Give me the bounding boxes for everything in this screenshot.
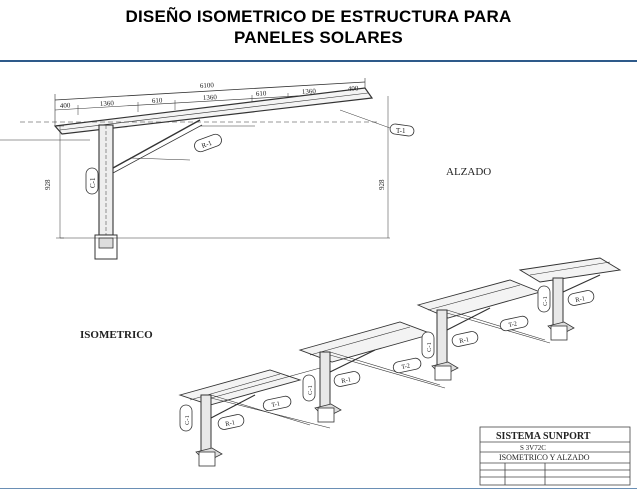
iso-tag-t2a-label: T-2 <box>401 362 411 371</box>
iso-tag-r1d-label: R-1 <box>575 295 586 304</box>
iso-tag-r1a <box>217 414 245 430</box>
iso-tag-r1d <box>567 290 595 306</box>
dim-label-6: 1360 <box>302 87 317 96</box>
iso-tag-t2b-label: T-2 <box>508 320 518 329</box>
iso-tag-c1c-label: C-1 <box>426 342 433 352</box>
dim-label-1: 400 <box>60 101 71 110</box>
iso-tag-c1a-label: C-1 <box>184 415 191 425</box>
iso-tag-t1 <box>262 395 292 412</box>
total-dim-label: 6100 <box>200 81 215 90</box>
elevation-tags <box>85 123 415 195</box>
dim-label-7: 400 <box>348 84 359 93</box>
dim-label-4: 1360 <box>203 93 218 102</box>
title-block-code: S 3V72C <box>520 444 546 452</box>
title-line-1: DISEÑO ISOMETRICO DE ESTRUCTURA PARA <box>125 7 512 26</box>
iso-tag-r1b-label: R-1 <box>341 376 352 385</box>
dim-label-5: 610 <box>256 89 267 98</box>
solar-panel-rafter <box>53 87 374 135</box>
tag-r1-label: R-1 <box>200 139 213 150</box>
tag-c1-label: C-1 <box>89 177 97 188</box>
height-right-label: 928 <box>378 179 386 190</box>
iso-tag-t2a <box>392 357 422 374</box>
iso-tag-r1c <box>451 331 479 347</box>
title-block <box>479 426 631 486</box>
iso-tag-c1d <box>537 285 551 313</box>
alzado-label: ALZADO <box>446 166 491 178</box>
title-line-2: PANELES SOLARES <box>234 28 403 47</box>
dim-label-3: 610 <box>152 96 163 105</box>
iso-frame-4 <box>518 257 622 341</box>
total-dimension-line <box>54 81 366 101</box>
footer-divider <box>0 488 637 489</box>
iso-tag-r1c-label: R-1 <box>459 336 470 345</box>
elevation-dim-labels: 6100 400 1360 610 1360 610 1360 400 928 … <box>44 81 386 190</box>
iso-frame-3 <box>416 279 551 381</box>
title-block-company: SISTEMA SUNPORT <box>496 431 591 442</box>
iso-frame-1 <box>178 369 331 467</box>
iso-tag-c1b <box>302 374 316 402</box>
tag-r1 <box>194 133 222 153</box>
iso-tags <box>179 285 595 432</box>
iso-tag-r1b <box>333 371 361 387</box>
isometric-view <box>178 257 622 467</box>
isometrico-label: ISOMETRICO <box>80 329 153 341</box>
iso-tag-r1a-label: R-1 <box>225 419 236 428</box>
tag-c1 <box>85 167 99 195</box>
header-divider <box>0 60 637 62</box>
height-left-label: 928 <box>44 179 52 190</box>
dim-label-2: 1360 <box>100 99 115 108</box>
iso-tag-c1d-label: C-1 <box>542 296 549 306</box>
tag-t1 <box>389 123 415 137</box>
iso-tag-t1-label: T-1 <box>271 400 281 409</box>
iso-tag-c1c <box>421 331 435 359</box>
brace-r1 <box>112 119 201 169</box>
title-block-sheet: ISOMETRICO Y ALZADO <box>499 453 590 462</box>
elevation-view <box>0 78 391 260</box>
tag-t1-label: T-1 <box>396 127 406 135</box>
iso-tag-c1a <box>179 404 193 432</box>
iso-frame-2 <box>210 321 446 423</box>
iso-tag-c1b-label: C-1 <box>307 385 314 395</box>
page-title: DISEÑO ISOMETRICO DE ESTRUCTURA PARA PAN… <box>0 6 637 48</box>
iso-tag-t2b <box>499 315 529 332</box>
